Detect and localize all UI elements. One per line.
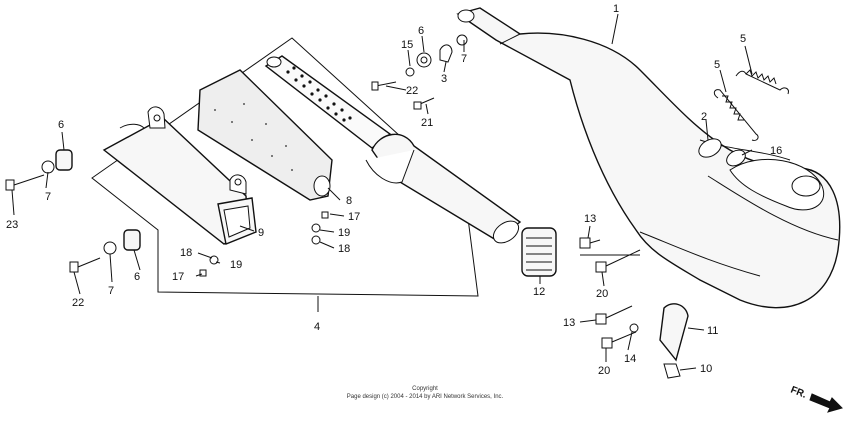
expansion-chamber (456, 7, 841, 309)
callout-7-upper: 7 (461, 53, 467, 65)
callout-16: 16 (770, 145, 782, 157)
copyright-line-1: Copyright (412, 386, 438, 392)
callout-21: 21 (421, 117, 433, 129)
perforated-inner-pipe (264, 55, 392, 149)
callout-23: 23 (6, 219, 18, 231)
exhaust-spring-lower (713, 89, 759, 141)
callout-22-upper: 22 (406, 85, 418, 97)
callout-11: 11 (707, 325, 718, 337)
callout-17-left: 17 (172, 271, 184, 283)
callout-17-right: 17 (348, 211, 360, 223)
callout-6-lower: 6 (134, 271, 140, 283)
rubber-joint (521, 227, 557, 277)
callout-19-left: 19 (230, 259, 242, 271)
callout-7-lower: 7 (108, 285, 114, 297)
callout-13-upper: 13 (584, 213, 596, 225)
silencer-outer-shell (102, 106, 249, 245)
callout-13-lower: 13 (563, 317, 575, 329)
callout-8: 8 (346, 195, 352, 207)
callout-18-left: 18 (180, 247, 192, 259)
silencer-packing (197, 69, 333, 201)
callout-6-upper: 6 (418, 25, 424, 37)
upper-hardware-group (371, 34, 468, 110)
front-label: FR. (789, 385, 808, 401)
callout-5-upper: 5 (740, 33, 746, 45)
silencer-inner-tube (365, 133, 522, 244)
callout-14: 14 (624, 353, 636, 365)
callout-22-lower: 22 (72, 297, 84, 309)
callout-6-left: 6 (58, 119, 64, 131)
callout-12: 12 (533, 286, 545, 298)
gasket-item-2 (698, 138, 722, 158)
callout-4: 4 (314, 321, 320, 333)
callout-15: 15 (401, 39, 413, 51)
exhaust-spring-upper (735, 69, 789, 95)
callout-20-lower: 20 (598, 365, 610, 377)
callout-1: 1 (613, 3, 619, 15)
front-direction-indicator: FR. (789, 385, 843, 413)
callout-2: 2 (701, 111, 707, 123)
callout-10: 10 (700, 363, 712, 375)
callout-18-right: 18 (338, 243, 350, 255)
callout-20-upper: 20 (596, 288, 608, 300)
callout-7-left: 7 (45, 191, 51, 203)
silencer-assembly-outline (91, 37, 479, 297)
callout-9: 9 (258, 227, 264, 239)
callout-19-right: 19 (338, 227, 350, 239)
silencer-end-cap (217, 197, 257, 245)
right-hardware-group (579, 237, 689, 379)
gasket-item-16 (726, 149, 746, 167)
front-arrow-icon (809, 393, 843, 413)
copyright-line-2: Page design (c) 2004 - 2014 by ARI Netwo… (347, 394, 504, 400)
leader-lines (11, 13, 753, 371)
callout-5-lower: 5 (714, 59, 720, 71)
callout-3: 3 (441, 73, 447, 85)
